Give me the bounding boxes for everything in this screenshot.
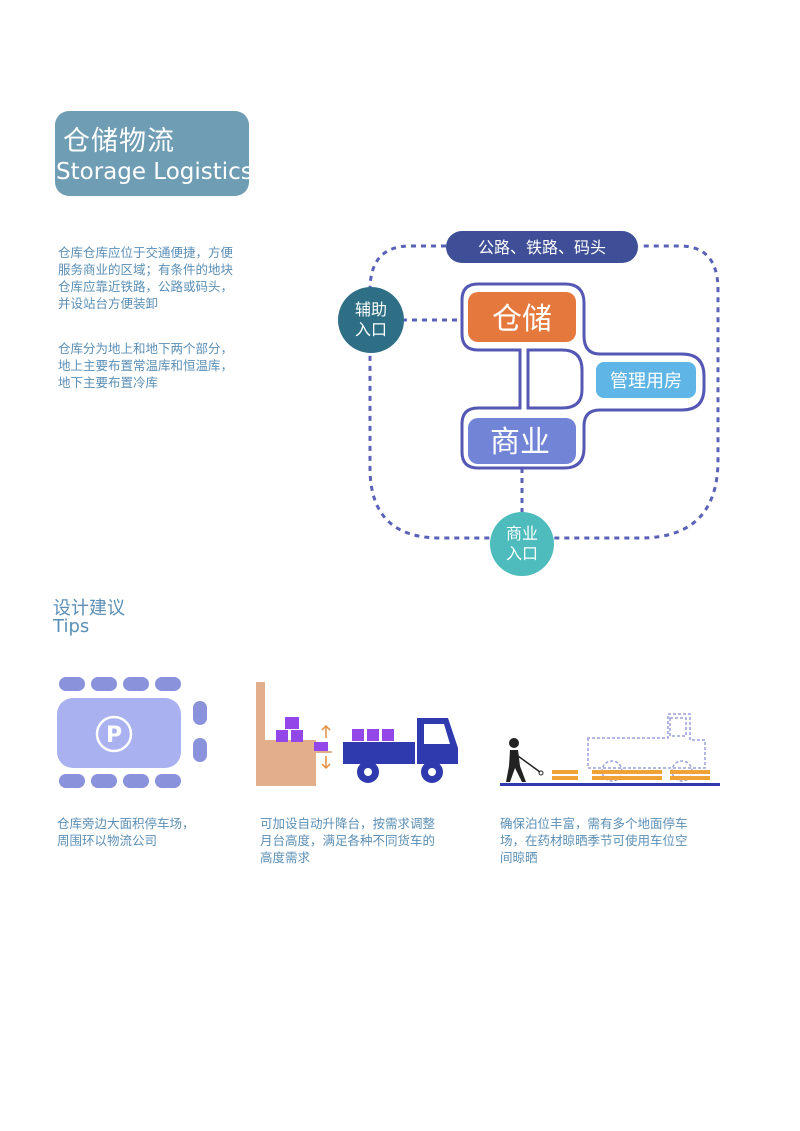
berth-illustration (500, 713, 720, 786)
tips-title-cn: 设计建议 (53, 598, 125, 619)
title-box: 仓储物流 Storage Logistics (55, 111, 253, 196)
tips-illustrations: P (57, 677, 720, 788)
commerce-block (468, 418, 576, 464)
intro-line: 地下主要布置冷库 (58, 375, 159, 390)
tip-caption-2: 可加设自动升降台，按需求调整 月台高度，满足各种不同货车的 高度需求 (260, 815, 470, 866)
page-title-cn: 仓储物流 (63, 126, 175, 157)
page-title-en: Storage Logistics (56, 159, 253, 185)
management-label: 管理用房 (610, 371, 682, 392)
parking-icon-letter: P (106, 723, 122, 748)
tip-caption-1: 仓库旁边大面积停车场， 周围环以物流公司 (57, 815, 247, 849)
tips-title-en: Tips (53, 616, 90, 637)
intro-line: 地上主要布置常温库和恒温库， (58, 358, 234, 373)
caption-line: 仓库旁边大面积停车场， (57, 816, 195, 831)
management-block (596, 362, 696, 398)
parking-icon (95, 715, 133, 753)
intro-line: 仓库仓库应位于交通便捷，方便 (58, 245, 234, 260)
caption-line: 可加设自动升降台，按需求调整 (260, 816, 436, 831)
commerce-label: 商业 (490, 425, 550, 460)
aux-entrance-circle (338, 287, 404, 353)
storage-label: 仓储 (492, 302, 552, 337)
caption-line: 确保泊位丰富，需有多个地面停车 (500, 816, 688, 831)
parking-illustration: P (57, 677, 207, 788)
tip-caption-3: 确保泊位丰富，需有多个地面停车 场，在药材晾晒季节可使用车位空 间晾晒 (500, 815, 720, 866)
route-pill (446, 231, 638, 263)
commerce-entrance-line: 商业 (506, 524, 538, 543)
storage-diagram: 仓储 管理用房 商业 公路、铁路、码头 辅助 入口 商业 入口 (338, 231, 720, 576)
commerce-entrance-line: 入口 (506, 544, 538, 563)
building-outline (460, 282, 706, 470)
caption-line: 高度需求 (260, 850, 311, 865)
lift-truck-illustration (256, 682, 458, 786)
storage-block (468, 292, 576, 342)
inner-outline (526, 348, 584, 410)
aux-entrance-line: 入口 (355, 320, 387, 339)
commerce-entrance-circle (490, 512, 554, 576)
caption-line: 月台高度，满足各种不同货车的 (260, 833, 436, 848)
intro-line: 服务商业的区域；有条件的地块 (58, 262, 234, 277)
intro-line: 仓库应靠近铁路，公路或码头， (58, 279, 234, 294)
caption-line: 间晾晒 (500, 850, 538, 865)
route-label: 公路、铁路、码头 (478, 238, 606, 257)
aux-entrance-line: 辅助 (355, 300, 387, 319)
intro-line: 并设站台方便装卸 (58, 296, 159, 311)
caption-line: 周围环以物流公司 (57, 833, 158, 848)
caption-line: 场，在药材晾晒季节可使用车位空 (500, 833, 688, 848)
intro-line: 仓库分为地上和地下两个部分， (58, 341, 234, 356)
intro-paragraph-1: 仓库仓库应位于交通便捷，方便 服务商业的区域；有条件的地块 仓库应靠近铁路，公路… (58, 244, 258, 312)
intro-paragraph-2: 仓库分为地上和地下两个部分， 地上主要布置常温库和恒温库， 地下主要布置冷库 (58, 340, 258, 391)
